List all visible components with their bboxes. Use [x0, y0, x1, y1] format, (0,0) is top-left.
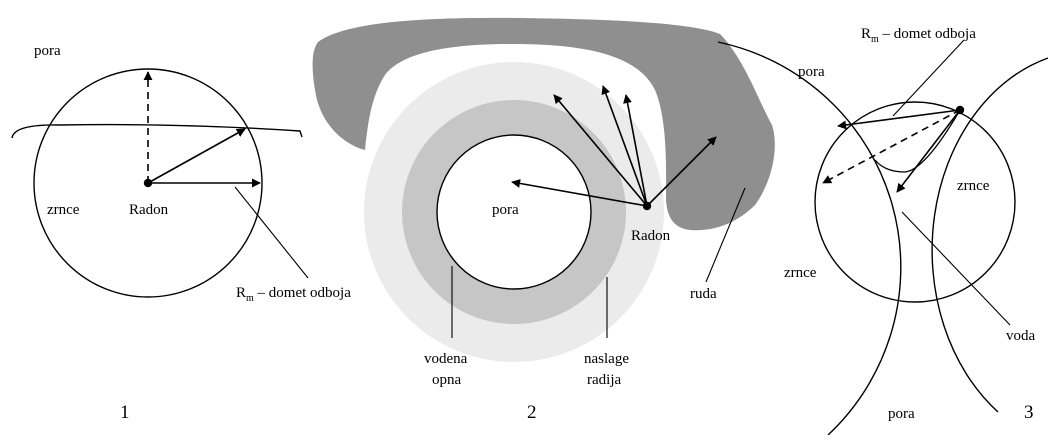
label-radon: Radon — [631, 228, 671, 244]
label-zrnce: zrnce — [47, 202, 80, 218]
rm-leader-line — [892, 39, 965, 117]
grain-circle-left — [814, 101, 1016, 303]
label-pora-top: pora — [798, 64, 825, 80]
label-naslage: naslage — [584, 351, 629, 367]
pore-circle — [436, 134, 592, 290]
label-zrnce-right: zrnce — [957, 178, 990, 194]
ore-leader — [705, 187, 746, 283]
panel-number: 2 — [527, 402, 537, 423]
pore-boundary-line — [11, 123, 303, 139]
recoil-arrow-left — [837, 109, 961, 130]
recoil-arrow-up — [601, 85, 648, 207]
label-vodena: vodena — [424, 351, 468, 367]
recoil-arrow-up-steep — [623, 94, 648, 207]
panel-2: pora Radon ruda vodena opna naslage radi… — [312, 17, 775, 423]
radon-atom-dot — [642, 201, 652, 211]
ore-mass — [312, 17, 775, 231]
recoil-arrow-to-pore — [511, 178, 648, 207]
label-zrnce-left: zrnce — [784, 265, 817, 281]
label-opna: opna — [432, 372, 462, 388]
label-radon: Radon — [129, 202, 169, 218]
grain-arc-left-large — [717, 41, 902, 436]
label-rm-domet-odboja: Rm – domet odboja — [861, 26, 976, 45]
grain-circle — [33, 68, 263, 298]
panel-number: 1 — [120, 402, 130, 423]
grain-arc-right-large — [931, 57, 1048, 413]
panel-number: 3 — [1024, 402, 1034, 423]
recoil-arrow-up-left — [553, 94, 648, 207]
recoil-arrow-diagonal — [147, 128, 246, 184]
panel-1: pora zrnce Radon Rm – domet odboja 1 — [11, 43, 351, 423]
label-voda: voda — [1006, 328, 1036, 344]
label-rm-domet-odboja: Rm – domet odboja — [236, 285, 351, 304]
rm-leader-line — [234, 186, 309, 279]
radon-atom-dot — [955, 105, 965, 115]
label-ruda: ruda — [690, 286, 717, 302]
water-meniscus — [874, 109, 961, 173]
label-pora-bottom: pora — [888, 406, 915, 422]
label-pora: pora — [34, 43, 61, 59]
recoil-arrow-dashed — [822, 109, 961, 184]
panel-3: Rm – domet odboja pora zrnce zrnce voda … — [717, 26, 1048, 436]
voda-leader-line — [901, 211, 1011, 326]
recoil-arrow-down — [896, 109, 961, 193]
label-radija: radija — [587, 372, 621, 388]
label-pora: pora — [492, 202, 519, 218]
radon-atom-dot — [143, 178, 153, 188]
recoil-arrow-into-ore — [646, 136, 717, 207]
